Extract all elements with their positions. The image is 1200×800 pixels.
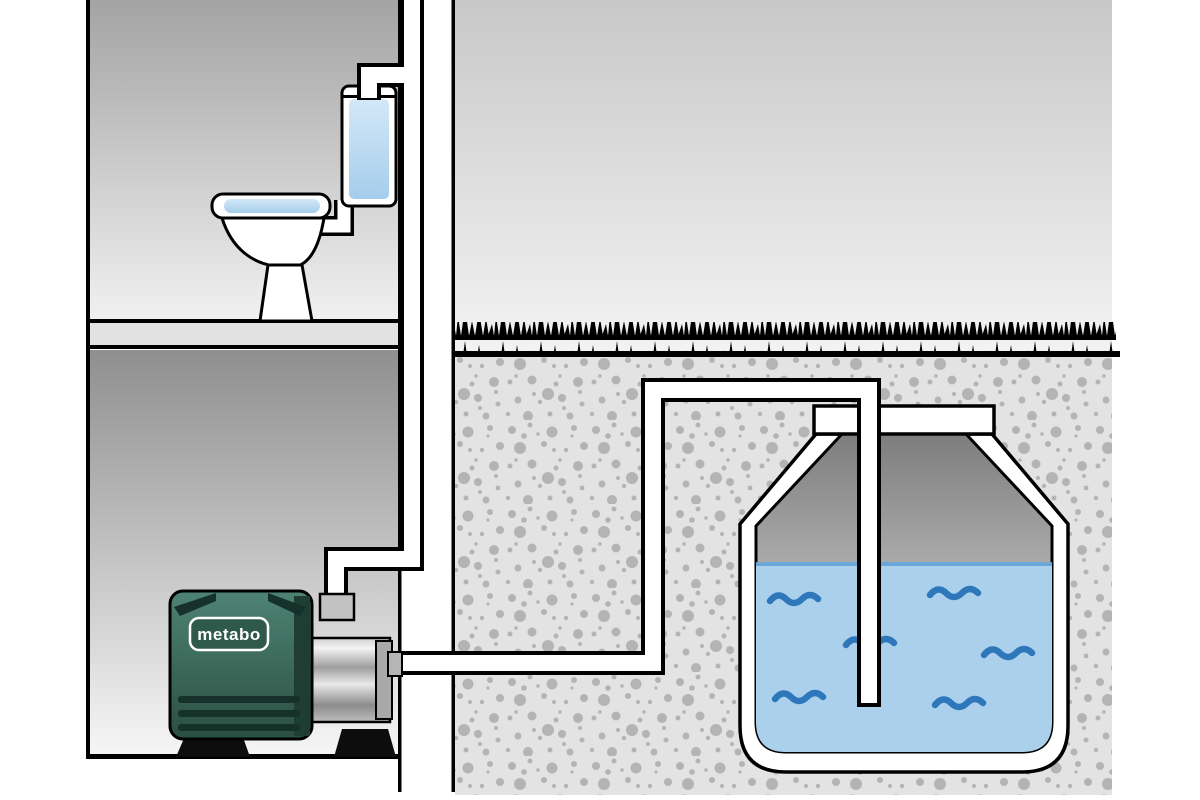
cistern-water [349, 99, 389, 199]
suction-pipe-core [390, 382, 877, 703]
pump-foot-right [334, 729, 396, 757]
underground-tank [738, 404, 1070, 774]
flush-pipe-core [316, 200, 351, 233]
pump-rib [178, 696, 300, 703]
riser-pipe-core [328, 0, 420, 606]
toilet-pedestal [258, 263, 314, 323]
wall-outer-line [451, 0, 455, 792]
pump-accent-left [174, 593, 216, 616]
ground-line [452, 351, 1120, 357]
pump: metabo [168, 589, 403, 757]
floor-slab-top-line [88, 319, 398, 323]
wall-inner-line [398, 0, 402, 792]
pipework [324, 0, 881, 707]
pump-brand-badge [188, 616, 270, 652]
pump-rib [178, 710, 300, 717]
pump-inlet-fitting [318, 592, 356, 622]
floor-slab [88, 322, 398, 348]
pump-brand-label: metabo [197, 625, 260, 644]
pump-outlet-fitting [387, 651, 403, 677]
tank-contents [756, 562, 1052, 752]
tank-lid [812, 404, 996, 436]
pump-rib [178, 724, 300, 731]
toilet-bowl-water [224, 199, 320, 213]
pump-accent-right [268, 593, 306, 616]
cistern-branch-core [361, 67, 414, 98]
house-left-edge [86, 0, 90, 759]
toilet-assembly [210, 84, 398, 323]
tank-waterline [756, 562, 1052, 566]
floor-slab-bottom-line [88, 345, 398, 349]
grass [452, 322, 1116, 356]
sky [455, 0, 1112, 353]
